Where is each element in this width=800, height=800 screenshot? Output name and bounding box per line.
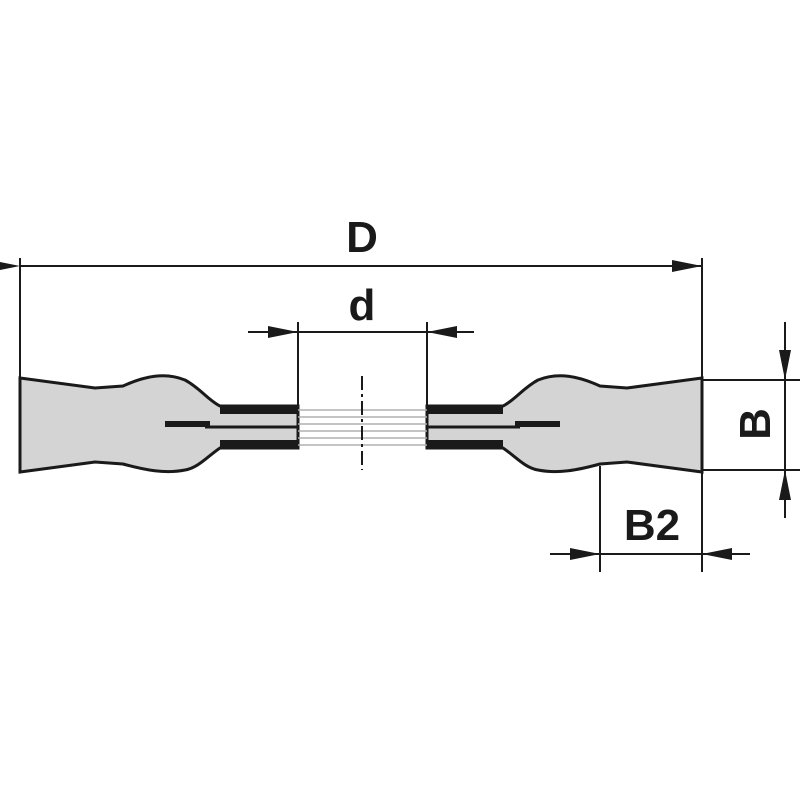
label-B2: B2 <box>624 501 680 550</box>
label-B: B <box>731 408 780 440</box>
label-D: D <box>346 213 378 262</box>
hub-bar-top-left <box>220 406 298 414</box>
dimension-B: B <box>702 322 800 518</box>
dimension-D: D <box>0 213 703 378</box>
label-d: d <box>349 281 376 330</box>
hub-bar-bottom-right <box>427 440 503 448</box>
dimension-B2: B2 <box>550 466 750 572</box>
dimension-d: d <box>248 281 474 406</box>
brush-cross-section <box>18 374 704 474</box>
hub-bar-top-right <box>427 406 503 414</box>
hub-bar-bottom-left <box>220 440 298 448</box>
brush-right-half <box>425 374 704 474</box>
brush-left-half <box>18 374 300 474</box>
